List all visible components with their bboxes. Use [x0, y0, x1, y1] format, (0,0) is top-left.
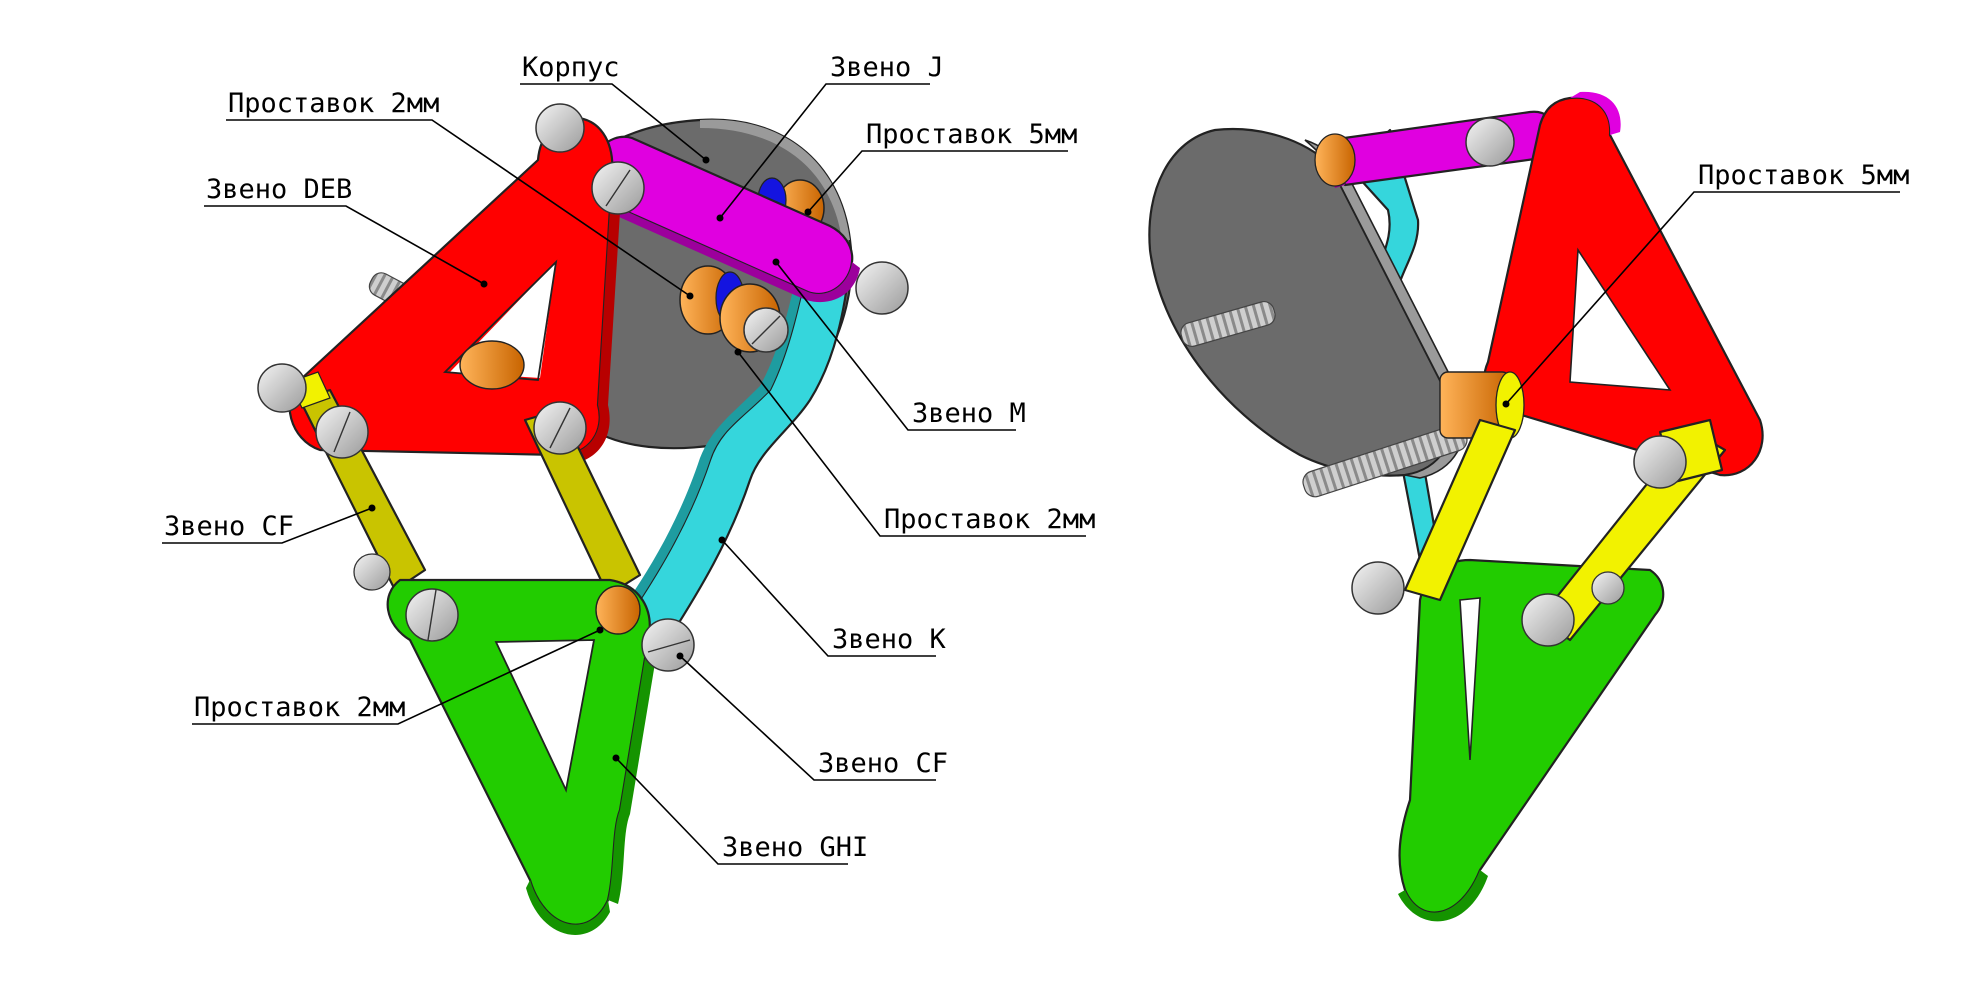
- back-link-cf: [1403, 418, 1727, 642]
- back-nut-left: [1351, 561, 1405, 615]
- housing-edge: [700, 119, 850, 240]
- back-link-deb-side: [1570, 91, 1621, 135]
- back-nut-bottom: [1521, 593, 1575, 647]
- label-zveno-ghi: Звено GHI: [722, 832, 868, 863]
- nut-top-left: [535, 103, 585, 153]
- back-link-j-body: [1328, 110, 1560, 187]
- label-prostavok-2mm-top: Проставок 2мм: [228, 88, 439, 119]
- fasteners-back: [1351, 117, 1687, 647]
- label-zveno-cf-bottom: Звено CF: [818, 748, 948, 779]
- back-link-ghi-cutout: [1459, 597, 1481, 761]
- callouts-front: Корпус Звено J Проставок 2мм Проставок 5…: [162, 52, 1095, 865]
- callouts-back: Проставок 5мм: [1502, 160, 1909, 408]
- screw-head-ghi-right: [641, 618, 695, 672]
- back-label-prostavok-5mm: Проставок 5мм: [1698, 160, 1909, 191]
- spacer-joint-k-ghi: [595, 585, 641, 635]
- back-link-ghi-side: [1398, 870, 1488, 922]
- back-nut-right: [1633, 435, 1687, 489]
- back-view: Проставок 5мм: [1148, 91, 1909, 922]
- label-zveno-j: Звено J: [830, 52, 944, 83]
- label-prostavok-2mm-mid: Проставок 2мм: [884, 504, 1095, 535]
- link-ghi-cutout: [494, 639, 596, 793]
- label-prostavok-5mm: Проставок 5мм: [866, 119, 1077, 150]
- link-ghi-side: [608, 640, 658, 904]
- back-stud-upper: [1180, 301, 1276, 347]
- link-ghi: [386, 578, 658, 935]
- label-korpus: Корпус: [522, 52, 620, 83]
- label-zveno-deb: Звено DEB: [206, 174, 352, 205]
- back-link-j: [1314, 110, 1560, 188]
- link-deb-side: [560, 175, 622, 465]
- nut-j-right: [855, 261, 909, 315]
- label-prostavok-2mm-low: Проставок 2мм: [194, 692, 405, 723]
- link-k-side: [624, 246, 812, 612]
- back-link-deb-cutout: [1569, 247, 1672, 391]
- back-link-cf-a: [1403, 418, 1517, 602]
- link-ghi-bottom-edge: [526, 880, 610, 935]
- fasteners-front: [257, 103, 909, 672]
- link-j-side: [610, 205, 860, 303]
- back-spacer-5mm: [1439, 371, 1525, 439]
- front-view: Корпус Звено J Проставок 2мм Проставок 5…: [162, 52, 1095, 935]
- back-link-deb: [1483, 91, 1764, 477]
- back-housing: [1148, 128, 1467, 479]
- nut-ghi-back: [353, 553, 391, 591]
- label-zveno-cf-left: Звено CF: [164, 511, 294, 542]
- label-zveno-m: Звено M: [912, 398, 1026, 429]
- spacer-deb-inside: [459, 340, 525, 390]
- nut-left-outer: [257, 363, 307, 413]
- back-link-ghi: [1398, 558, 1665, 922]
- back-spacer-j: [1314, 133, 1356, 187]
- back-nut-behind: [1591, 571, 1625, 605]
- label-zveno-k: Звено K: [832, 624, 947, 655]
- back-nut-top: [1465, 117, 1515, 167]
- back-link-deb-body: [1483, 96, 1764, 477]
